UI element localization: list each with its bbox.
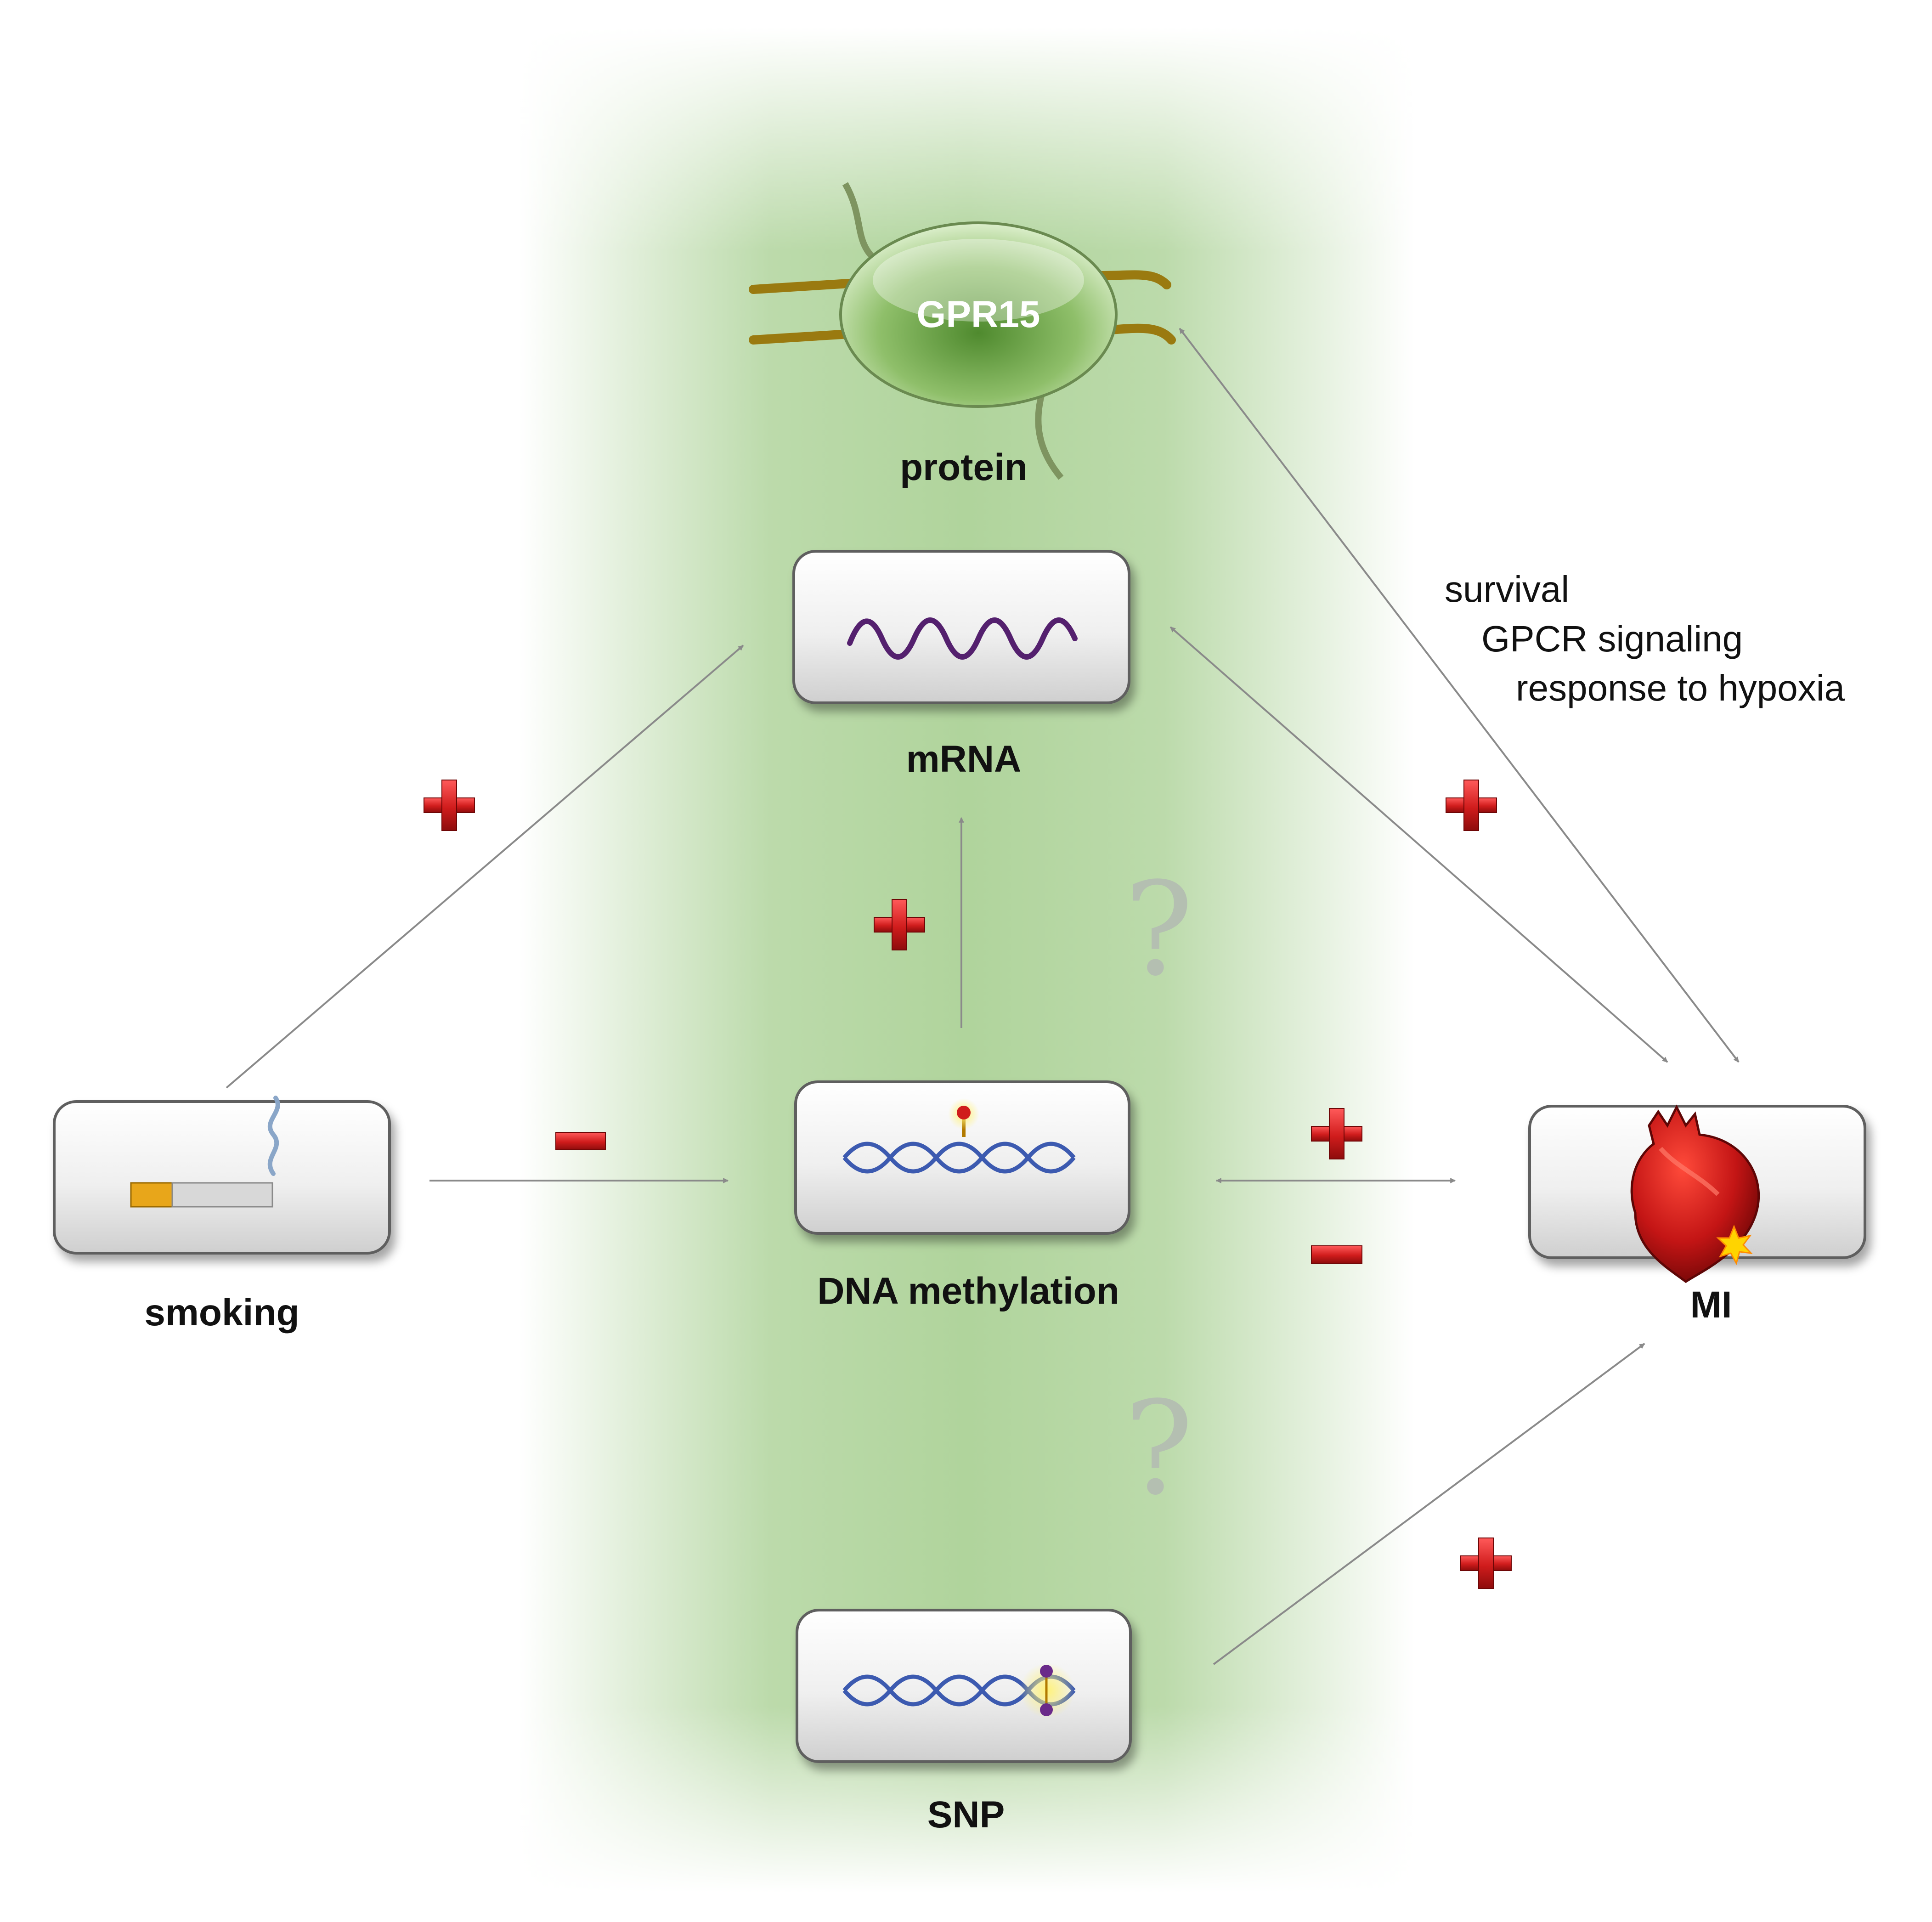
annotation-gpcr-signaling: GPCR signaling: [1481, 618, 1743, 659]
arrow-smoking-to-mrna: [226, 644, 744, 1089]
annotation-survival: survival: [1445, 569, 1569, 610]
arrow-protein-mi: [1179, 328, 1740, 1063]
plus-sign-snp-mi: [1460, 1538, 1512, 1589]
cigarette-icon: [130, 1096, 280, 1208]
mi-label: MI: [1690, 1284, 1732, 1326]
arrows: [226, 328, 1740, 1665]
dna-methylation-label: DNA methylation: [817, 1270, 1119, 1312]
question-mark-icon: ?: [1124, 1374, 1193, 1524]
minus-sign-smoking-methylation: [555, 1132, 606, 1150]
dna-methylation-box: [794, 1080, 1130, 1235]
protein-name: GPR15: [917, 294, 1040, 335]
mrna-label: mRNA: [906, 738, 1022, 780]
snp-box: [796, 1609, 1132, 1763]
plus-sign-methylation-mrna: [874, 899, 925, 950]
smoking-label: smoking: [144, 1292, 299, 1334]
protein-label: protein: [900, 447, 1028, 488]
pathway-annotations: survival GPCR signaling response to hypo…: [1445, 569, 1845, 708]
mi-box: [1528, 1104, 1866, 1283]
dna-helix-icon: [842, 1142, 1076, 1174]
minus-sign-methylation-mi: [1311, 1245, 1362, 1264]
heart-icon: [1630, 1104, 1760, 1283]
snp-label: SNP: [927, 1794, 1005, 1836]
gpcr-receptor-icon: GPR15: [749, 182, 1176, 480]
gpr15-protein: [839, 221, 1118, 408]
question-mark-icon: ?: [1124, 855, 1193, 1005]
plus-sign-mrna-mi: [1446, 780, 1497, 831]
arrow-snp-to-mi: [1213, 1343, 1645, 1665]
plus-signs: [424, 780, 1512, 1589]
methyl-pin-icon: [948, 1098, 979, 1137]
smoking-box: [53, 1096, 391, 1255]
snp-dot-icon: [1020, 1663, 1075, 1718]
annotation-response-to-hypoxia: response to hypoxia: [1516, 667, 1845, 708]
plus-sign-methylation-mi: [1311, 1108, 1362, 1159]
plus-sign-smoking-mrna: [424, 780, 475, 831]
mrna-box: [792, 550, 1130, 704]
mrna-wave-icon: [847, 617, 1078, 660]
minus-signs: [555, 1132, 1362, 1264]
